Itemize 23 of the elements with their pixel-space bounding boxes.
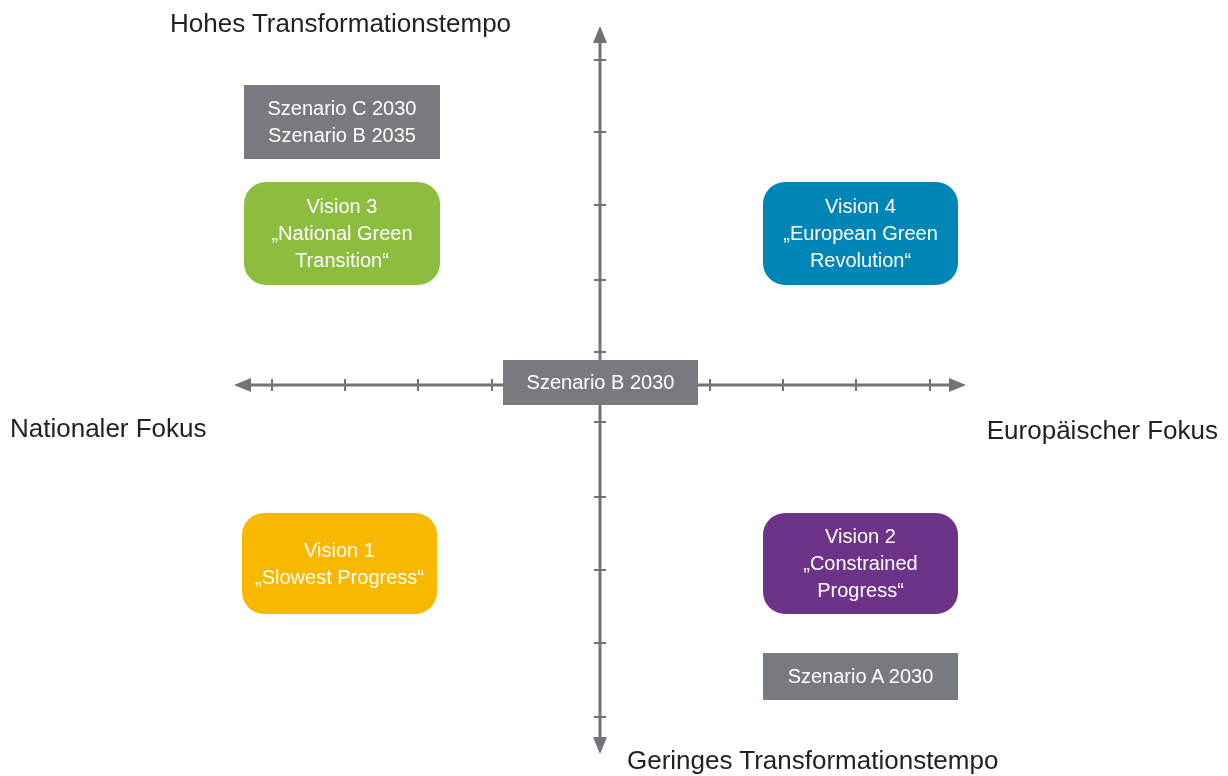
vision-box	[763, 182, 958, 285]
box-title: Szenario B 2030	[526, 370, 675, 395]
box-text: „European Green Revolution“	[782, 221, 939, 273]
scenario-box	[244, 85, 440, 159]
box-title: Vision 4	[825, 194, 896, 219]
scenario-box	[763, 653, 958, 700]
vision-box	[244, 182, 440, 285]
scenario-box	[503, 360, 698, 405]
box-title: Vision 3	[306, 194, 378, 219]
axis-label: Geringes Transformationstempo	[627, 745, 999, 775]
axis-label: Europäischer Fokus	[986, 415, 1218, 445]
box-title: Vision 2	[825, 524, 896, 549]
box-text: „Constrained Progress“	[802, 551, 919, 603]
box-title: Szenario C 2030	[267, 96, 417, 121]
box-text: „National Green Transition“	[270, 221, 414, 273]
box-text: Szenario B 2035	[268, 123, 416, 148]
axis-label: Nationaler Fokus	[10, 413, 207, 443]
box-title: Szenario A 2030	[787, 664, 934, 689]
box-text: „Slowest Progress“	[255, 564, 424, 590]
axis-label: Hohes Transformationstempo	[170, 8, 512, 38]
vision-box	[763, 513, 958, 614]
box-title: Vision 1	[304, 537, 375, 563]
vision-box	[242, 513, 437, 614]
